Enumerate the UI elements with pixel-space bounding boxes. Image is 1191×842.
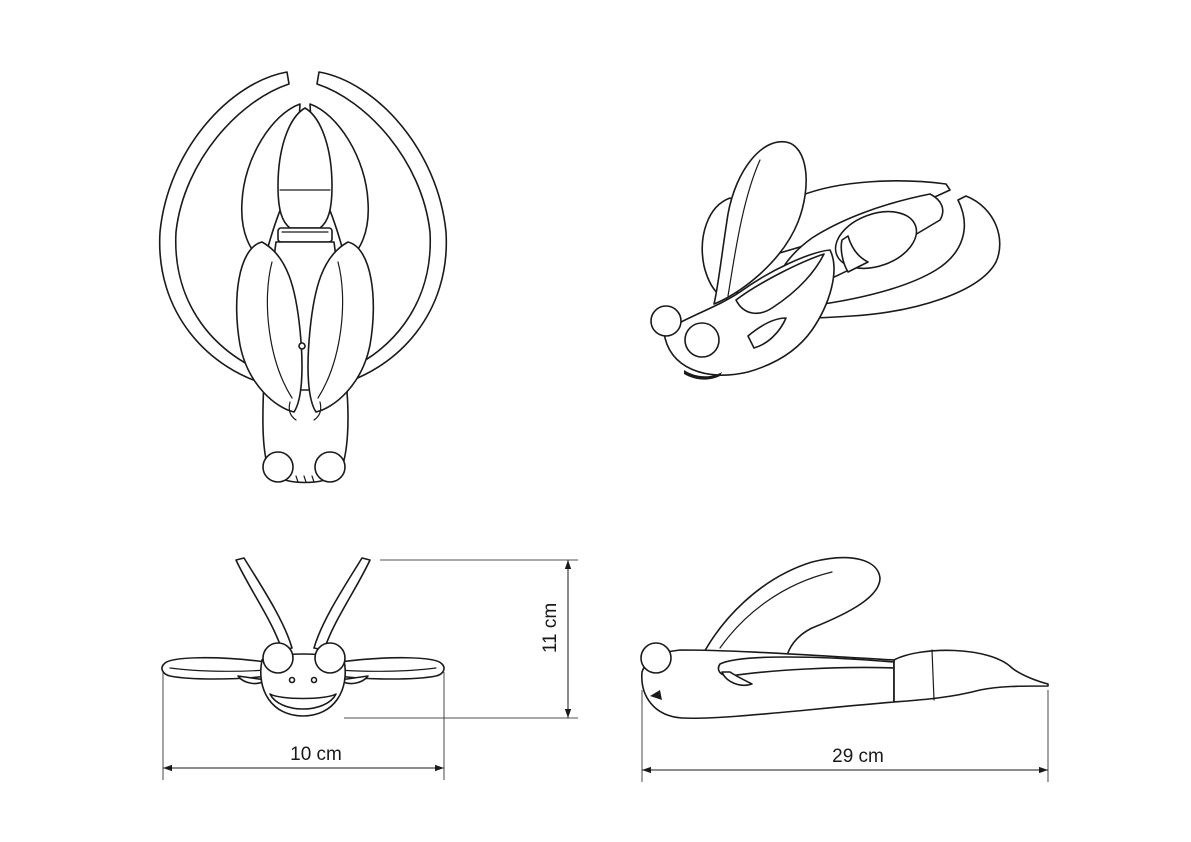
width-label: 10 cm: [290, 744, 342, 765]
top-view-socket: [277, 227, 333, 243]
front-view-left-antenna: [235, 557, 293, 651]
side-view-tall-wing: [699, 556, 881, 661]
front-view-left-eye: [262, 642, 294, 674]
side-view-eye: [640, 642, 672, 674]
perspective-tall-wing: [713, 140, 807, 305]
length-label: 29 cm: [832, 746, 884, 767]
perspective-left-eye: [650, 305, 682, 337]
top-view-left-eye: [262, 451, 294, 483]
dimension-height: 11 cm: [344, 559, 578, 719]
side-view: [640, 556, 1049, 720]
dimension-length: 29 cm: [641, 690, 1049, 782]
perspective-view: [650, 140, 1001, 380]
front-view-right-wing: [337, 656, 445, 680]
top-view-right-eye: [314, 451, 346, 483]
front-view: [161, 557, 445, 717]
perspective-mouth: [684, 370, 722, 380]
front-view-right-antenna: [313, 557, 371, 651]
side-view-tail-shell: [893, 649, 1049, 703]
top-view: [158, 71, 448, 484]
front-view-left-wing: [161, 656, 269, 680]
front-view-mouth: [269, 693, 337, 710]
height-label: 11 cm: [540, 603, 561, 653]
dimension-width: 10 cm: [162, 672, 445, 780]
front-view-right-eye: [314, 642, 346, 674]
perspective-small-wing: [735, 253, 825, 315]
perspective-right-eye: [684, 322, 720, 358]
